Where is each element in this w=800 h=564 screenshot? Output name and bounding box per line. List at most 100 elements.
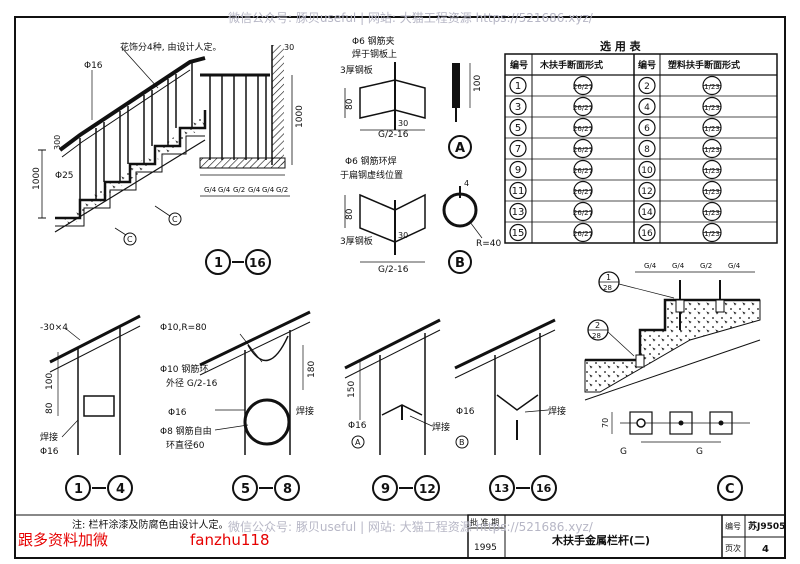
table-num-circle xyxy=(509,181,527,200)
dim-300: 300 xyxy=(53,135,62,150)
table-num-circle xyxy=(509,97,527,116)
section-mark-c1: C xyxy=(172,215,178,224)
table-cell-plastic-section: 1/23 xyxy=(704,209,720,217)
dim-30: 30 xyxy=(284,43,294,52)
spacing-4: G/4 xyxy=(248,186,261,194)
figc-mark: C xyxy=(725,482,735,497)
detail-a-dim80: 80 xyxy=(345,98,355,110)
table-cell-wood-section: 26/27 xyxy=(573,230,593,238)
fig-13-16: Φ16 B 焊接 13 16 xyxy=(454,318,566,501)
table-num-circle xyxy=(638,139,656,158)
spacing-5: G/4 xyxy=(262,186,275,194)
detail-b-dim4: 4 xyxy=(464,179,469,188)
ref-1-16-right: 16 xyxy=(249,256,266,270)
table-num-circle xyxy=(509,118,527,137)
detail-b-plate: 3厚钢板 xyxy=(340,235,373,247)
figc-ref2-bot: 28 xyxy=(592,332,601,340)
note-decoration: 花饰分4种, 由设计人定。 xyxy=(120,41,221,53)
fig-stair-elevation: 1000 300 Φ16 Φ25 花饰分4种, 由设计人定。 C C xyxy=(32,41,221,246)
table-cell-wood-section: 26/27 xyxy=(573,209,593,217)
footer-title: 木扶手金属栏杆(二) xyxy=(551,533,650,547)
fig58-dim180: 180 xyxy=(307,361,317,378)
table-cell-plastic-section: 1/23 xyxy=(704,83,720,91)
red-overlay-left: 跟多资料加微 xyxy=(18,531,108,549)
table-header-1: 木扶手断面形式 xyxy=(539,59,603,71)
fig-5-8: Φ10,R=80 Φ10 钢筋环 外径 G/2-16 Φ16 Φ8 钢筋自由 环… xyxy=(160,310,317,501)
detail-b-dim80: 80 xyxy=(345,208,355,220)
table-cell-number: 6 xyxy=(644,124,650,134)
table-cell-number: 10 xyxy=(641,166,653,176)
table-cell-number: 4 xyxy=(644,103,650,113)
footer-note: 注: 栏杆涂漆及防腐色由设计人定。 xyxy=(72,518,229,531)
table-cell-plastic-section: 1/23 xyxy=(704,125,720,133)
figc-g1: G xyxy=(620,447,627,457)
table-title: 选 用 表 xyxy=(600,39,642,53)
fig14-flat: -30×4 xyxy=(40,323,68,333)
detail-a-dim100: 100 xyxy=(473,75,483,92)
figc-ref1-top: 1 xyxy=(606,273,611,282)
fig1316-weld: 焊接 xyxy=(548,405,566,417)
table-cell-plastic-section: 1/23 xyxy=(704,230,720,238)
fig58-ring1: Φ10 钢筋环 xyxy=(160,363,208,375)
table-cell-number: 11 xyxy=(512,186,525,197)
spacing-1: G/4 xyxy=(204,186,217,194)
table-cell-plastic-section: 1/23 xyxy=(704,167,720,175)
table-header-2: 编号 xyxy=(638,59,656,71)
footer-page-no: 4 xyxy=(762,544,769,555)
detail-a-mark: A xyxy=(455,141,465,156)
sheet-border xyxy=(14,16,786,559)
fig912-mark: A xyxy=(355,438,361,447)
table-cell-wood-section: 26/27 xyxy=(573,167,593,175)
table-cell-number: 9 xyxy=(515,165,521,176)
fig912-weld: 焊接 xyxy=(432,421,450,433)
fig-c: G/4 G/4 G/2 G/4 1 28 2 28 xyxy=(584,262,761,501)
footer-year: 1995 xyxy=(474,543,497,553)
figc-dim70: 70 xyxy=(601,418,610,428)
table-num-circle xyxy=(638,202,656,221)
table-cell-number: 16 xyxy=(641,229,653,239)
detail-b-dim-g: G/2-16 xyxy=(378,265,409,275)
ref-5-8-right: 8 xyxy=(283,482,292,497)
watermark-bottom: 微信公众号: 豚贝useful | 网站: 大猫工程资源 https://521… xyxy=(228,519,594,534)
dim-1000-left: 1000 xyxy=(32,167,42,190)
ref-9-12-right: 12 xyxy=(419,482,436,496)
phi16-label: Φ16 xyxy=(84,61,103,71)
table-num-circle xyxy=(509,76,527,95)
table-num-circle xyxy=(509,139,527,158)
red-overlay-right: fanzhu118 xyxy=(190,531,270,549)
table-num-circle xyxy=(509,223,527,242)
fig912-phi16: Φ16 xyxy=(348,421,367,431)
figc-spacing-2: G/4 xyxy=(672,262,685,270)
table-cell-number: 2 xyxy=(644,82,650,92)
detail-b-dim30: 30 xyxy=(398,231,408,240)
detail-a: Φ6 钢筋夹 焊于钢板上 3厚钢板 80 30 G/2-16 100 A xyxy=(340,35,483,159)
table-cell-number: 5 xyxy=(515,123,521,134)
table-num-circle xyxy=(638,223,656,242)
fig58-phi16: Φ16 xyxy=(168,408,187,418)
footer-atlas-label: 编号 xyxy=(725,521,741,531)
table-cell-number: 15 xyxy=(512,228,525,239)
spacing-2: G/4 xyxy=(218,186,231,194)
ref-1-16-left: 1 xyxy=(214,256,223,271)
table-cell-wood-section: 26/27 xyxy=(573,188,593,196)
detail-b-radius: R=40 xyxy=(476,239,502,249)
table-num-circle xyxy=(509,160,527,179)
detail-b-label2: 于扁钢虚线位置 xyxy=(340,169,403,181)
ref-5-8-left: 5 xyxy=(241,482,250,497)
figc-ref2-top: 2 xyxy=(595,321,600,330)
table-num-circle xyxy=(638,160,656,179)
section-mark-c2: C xyxy=(127,235,133,244)
fig58-small1: Φ8 钢筋自由 xyxy=(160,425,212,437)
footer-year-label: 批 准 期 xyxy=(470,517,499,527)
dim-1000-right: 1000 xyxy=(295,105,305,128)
ref-9-12-left: 9 xyxy=(381,482,390,497)
table-header-0: 编号 xyxy=(510,59,528,71)
fig-1-4: -30×4 100 80 焊接 Φ16 1 4 xyxy=(40,314,141,501)
spacing-3: G/2 xyxy=(233,186,245,194)
watermark-top: 微信公众号: 豚贝useful | 网站: 大猫工程资源 https://521… xyxy=(228,10,594,25)
fig14-phi16: Φ16 xyxy=(40,447,59,457)
fig58-small2: 环直径60 xyxy=(166,439,205,451)
table-cell-wood-section: 26/27 xyxy=(573,146,593,154)
